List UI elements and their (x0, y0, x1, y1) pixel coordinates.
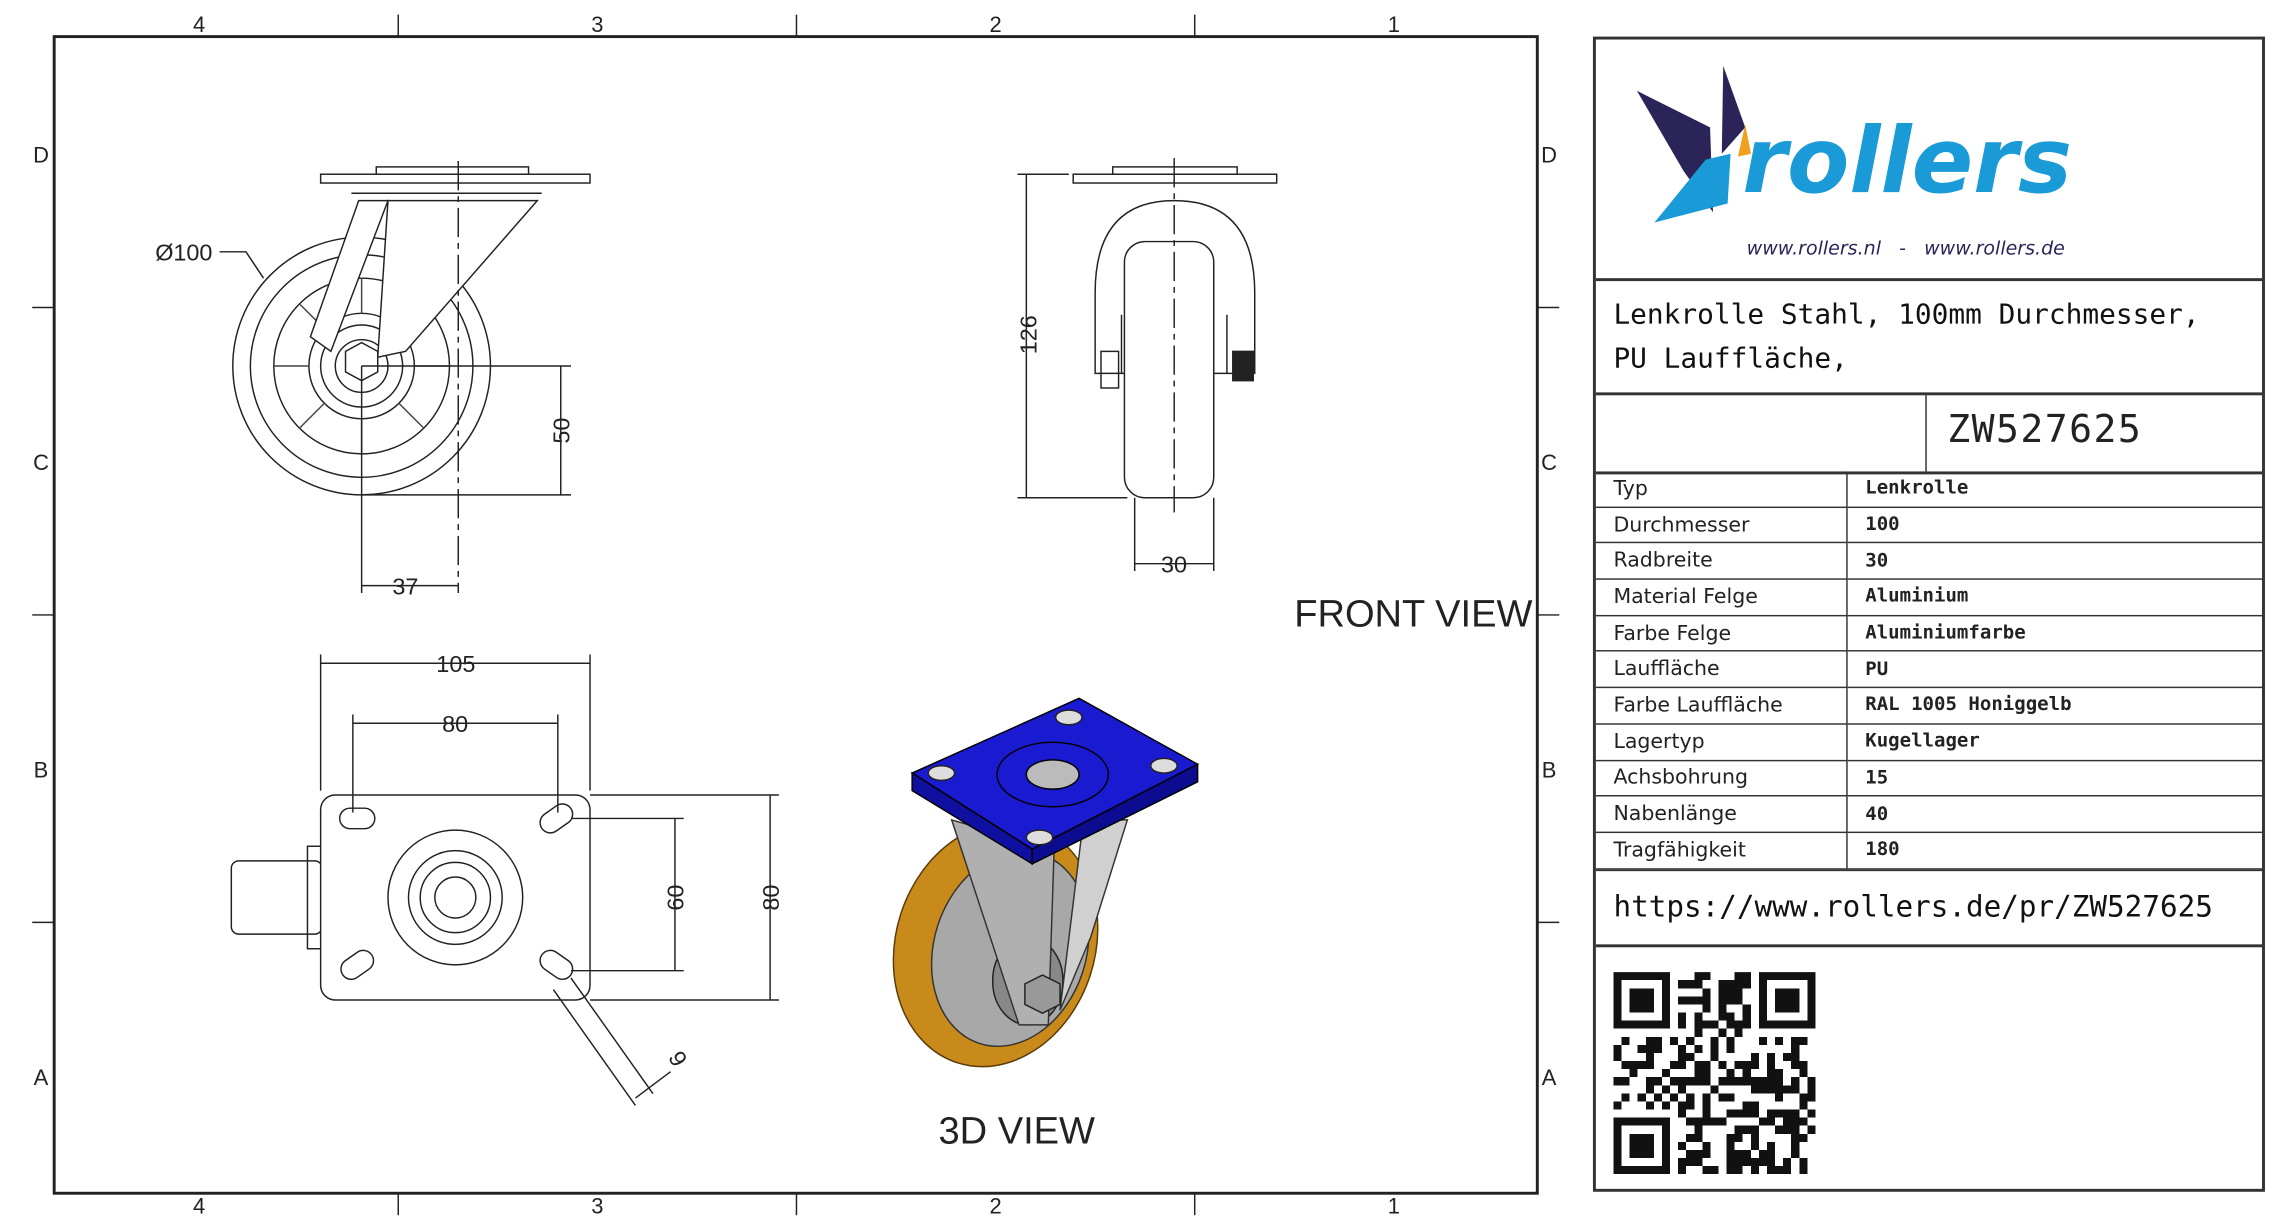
row-divider (1925, 395, 1927, 472)
column-label: 2 (989, 1194, 1001, 1219)
row-label: C (1541, 450, 1557, 475)
dimension-plate-depth: 80 (758, 885, 784, 911)
row-label: B (34, 757, 49, 782)
column-label: 1 (1388, 1194, 1400, 1219)
spec-key: Typ (1595, 471, 1848, 508)
dimension-hole-spacing-y: 60 (663, 885, 689, 911)
title-line: PU Lauffläche, (1613, 342, 1848, 375)
column-label: 4 (193, 12, 205, 37)
title-line: Lenkrolle Stahl, 100mm Durchmesser, (1613, 298, 2200, 331)
logo-tagline: www.rollers.nl - www.rollers.de (1747, 238, 2065, 260)
front-view (1017, 158, 1278, 571)
row-label: D (1541, 143, 1557, 168)
spec-key: Farbe Lauffläche (1595, 687, 1848, 725)
column-label: 1 (1388, 12, 1400, 37)
article-number: ZW527625 (1947, 408, 2143, 453)
spec-value: 15 (1846, 759, 2263, 797)
spec-value: PU (1846, 651, 2263, 689)
dimension-offset: 37 (392, 573, 418, 599)
column-label: 3 (591, 1194, 603, 1219)
dimension-diameter: Ø100 (155, 240, 212, 266)
caster-3d-render (892, 697, 1200, 1068)
rollers-logo: rollers www.rollers.nl - www.rollers.de (1595, 40, 2263, 282)
column-label: 3 (591, 12, 603, 37)
dimension-total-height: 126 (1016, 315, 1042, 354)
front-view-label: FRONT VIEW (1294, 594, 1532, 636)
dimension-height: 50 (549, 418, 575, 444)
top-view (230, 654, 779, 1106)
spec-value: 30 (1846, 542, 2263, 580)
spec-value: 180 (1846, 832, 2263, 870)
spec-key: Durchmesser (1595, 506, 1848, 544)
spec-value: 100 (1846, 506, 2263, 544)
row-label: D (33, 143, 49, 168)
spec-key: Lauffläche (1595, 651, 1848, 689)
frame-ticks (32, 14, 1560, 1216)
qr-code-icon (1613, 972, 1816, 1175)
row-label: A (1542, 1065, 1557, 1090)
spec-key: Radbreite (1595, 542, 1848, 580)
product-title: Lenkrolle Stahl, 100mm Durchmesser, PU L… (1595, 278, 2263, 396)
dimension-slot: 9 (663, 1047, 692, 1071)
title-block: rollers www.rollers.nl - www.rollers.de … (1592, 36, 2265, 1192)
spec-key: Lagertyp (1595, 723, 1848, 761)
row-label: C (33, 450, 49, 475)
spec-value: 40 (1846, 796, 2263, 833)
spec-key: Nabenlänge (1595, 796, 1848, 833)
spec-key: Achsbohrung (1595, 759, 1848, 797)
column-label: 4 (193, 1194, 205, 1219)
article-number-row: ZW527625 (1595, 395, 2263, 475)
spec-value: Lenkrolle (1846, 471, 2263, 508)
product-url[interactable]: https://www.rollers.de/pr/ZW527625 (1595, 869, 2263, 948)
dimension-hole-spacing-x: 80 (442, 711, 468, 737)
spec-key: Farbe Felge (1595, 615, 1848, 653)
dimension-wheel-width: 30 (1161, 551, 1187, 577)
side-view (219, 161, 591, 593)
3d-view-label: 3D VIEW (938, 1110, 1095, 1152)
dimension-plate-width: 105 (436, 651, 475, 677)
bird-logo-icon: rollers www.rollers.nl - www.rollers.de (1636, 65, 2072, 260)
spec-value: Aluminiumfarbe (1846, 615, 2263, 653)
spec-value: RAL 1005 Honiggelb (1846, 687, 2263, 725)
spec-value: Kugellager (1846, 723, 2263, 761)
spec-key: Tragfähigkeit (1595, 832, 1848, 870)
row-label: B (1542, 757, 1557, 782)
column-label: 2 (989, 12, 1001, 37)
spec-key: Material Felge (1595, 579, 1848, 617)
row-label: A (34, 1065, 49, 1090)
logo-wordmark: rollers (1742, 109, 2072, 214)
spec-value: Aluminium (1846, 579, 2263, 617)
